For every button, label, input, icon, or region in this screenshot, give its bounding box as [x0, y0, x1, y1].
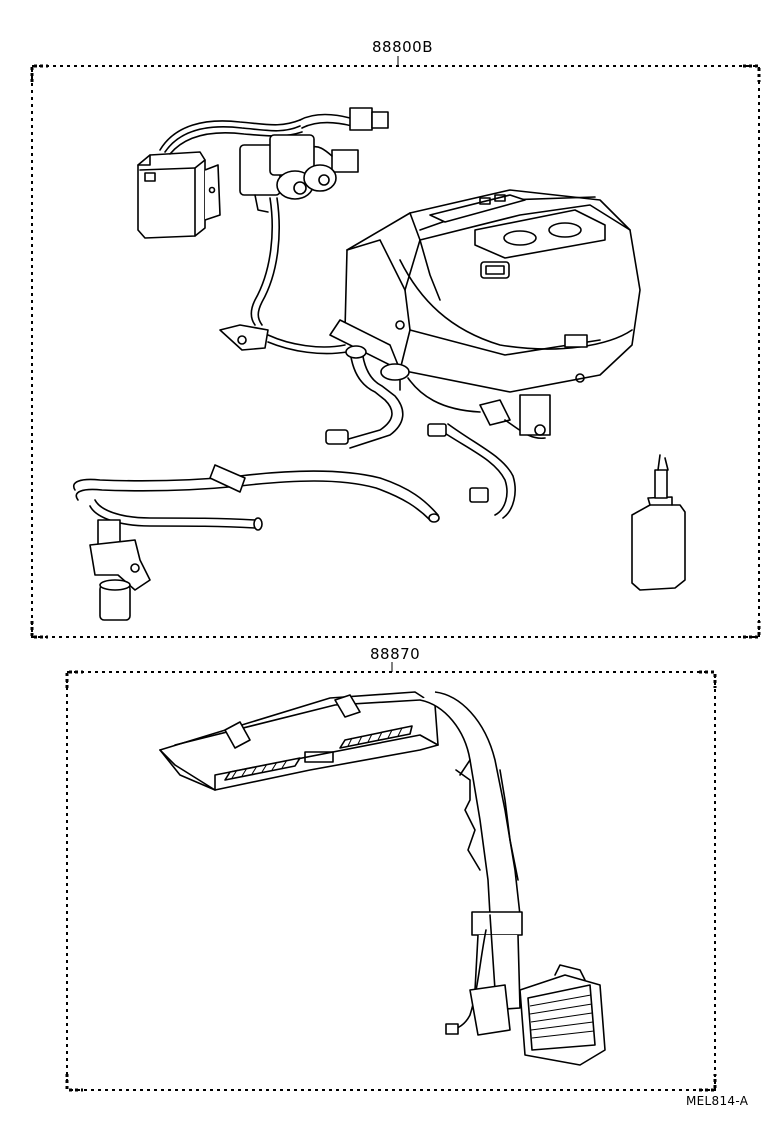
- frame-88800b: [30, 64, 761, 639]
- heater-hoses: [325, 345, 551, 519]
- assembly-label-88800b: 88800B: [372, 38, 434, 56]
- compressor-oil-bottle: [631, 454, 686, 591]
- assembly-label-88870: 88870: [370, 645, 421, 663]
- frame-88870: [65, 670, 717, 1092]
- vacuum-actuator: [89, 519, 151, 621]
- rear-air-duct: [159, 691, 606, 1066]
- amplifier-module: [137, 151, 221, 239]
- illustration-code: MEL814-A: [686, 1094, 749, 1108]
- heater-unit: [329, 189, 641, 393]
- water-valve-assembly: [239, 134, 337, 213]
- vacuum-hose: [73, 464, 440, 531]
- ground-wire: [219, 197, 348, 355]
